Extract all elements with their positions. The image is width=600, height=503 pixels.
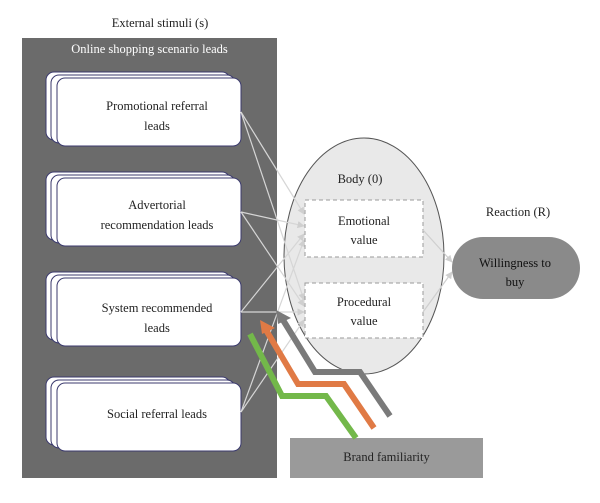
reaction-label: Reaction (R) [485, 205, 551, 219]
orange-moderator-arrow [260, 320, 377, 430]
lead-card-social [45, 376, 242, 452]
body-label: Body (0) [337, 172, 383, 186]
green-moderator-arrow [247, 332, 359, 440]
willingness-to-buy-label: Willingness to buy [478, 256, 552, 289]
procedural-value-box [304, 282, 424, 339]
lead-card-system [45, 271, 242, 347]
moderator-arrows [247, 310, 393, 440]
emotional-value-label: Emotional value [337, 214, 391, 247]
lead-label-system: System recommended leads [101, 301, 213, 335]
lead-label-advertorial: Advertorial recommendation leads [100, 198, 214, 232]
lead-label-social: Social referral leads [107, 407, 207, 421]
lead-label-promotional: Promotional referral leads [106, 99, 208, 133]
brand-familiarity-label: Brand familiarity [343, 450, 430, 464]
scenario-panel-title: Online shopping scenario leads [71, 42, 228, 56]
procedural-value-label: Procedural value [336, 295, 392, 328]
lead-card-advertorial [45, 171, 242, 247]
external-stimuli-label: External stimuli (s) [111, 16, 209, 30]
lead-to-value-connectors [240, 111, 306, 413]
value-to-reaction-connectors [422, 229, 453, 313]
emotional-value-box [304, 199, 424, 258]
gray-moderator-arrow [276, 310, 393, 418]
brand-familiarity-box [290, 438, 483, 478]
willingness-to-buy-node [452, 237, 580, 299]
